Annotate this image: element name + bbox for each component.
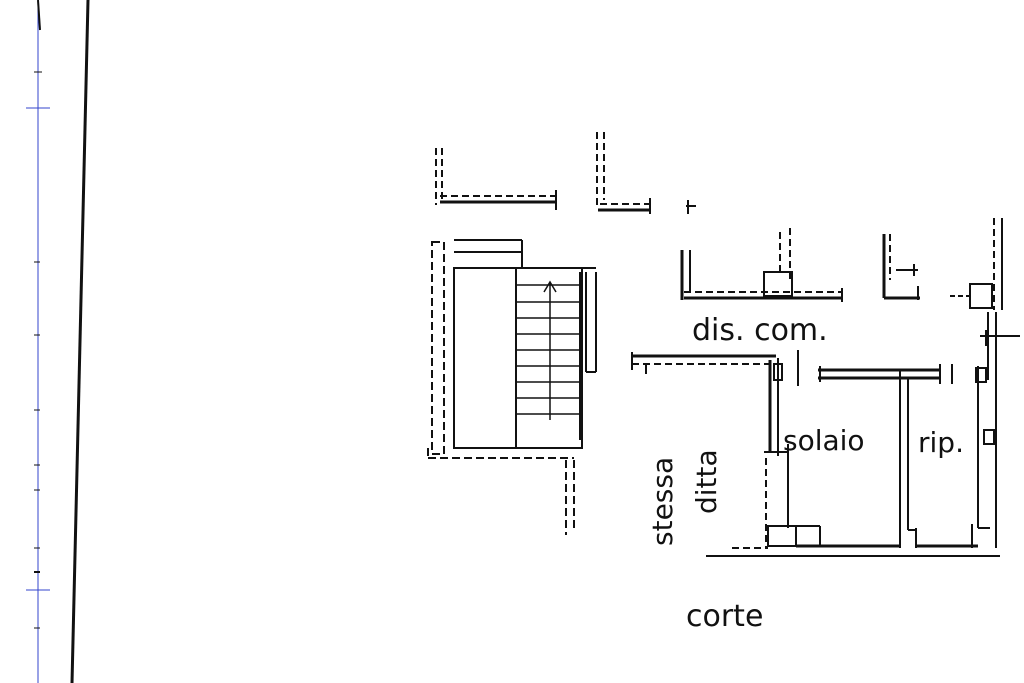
label-ditta: ditta <box>690 449 723 514</box>
margin-tick <box>37 0 41 31</box>
label-dis-com: dis. com. <box>692 313 828 348</box>
walls <box>427 132 1020 557</box>
sheet-border-line <box>70 0 90 683</box>
room-labels: dis. com. solaio rip. stessa ditta corte <box>646 313 964 634</box>
sheet-margin <box>26 0 90 683</box>
label-corte: corte <box>686 599 763 634</box>
label-rip: rip. <box>918 426 964 459</box>
label-solaio: solaio <box>783 424 865 457</box>
label-stessa: stessa <box>646 457 679 546</box>
